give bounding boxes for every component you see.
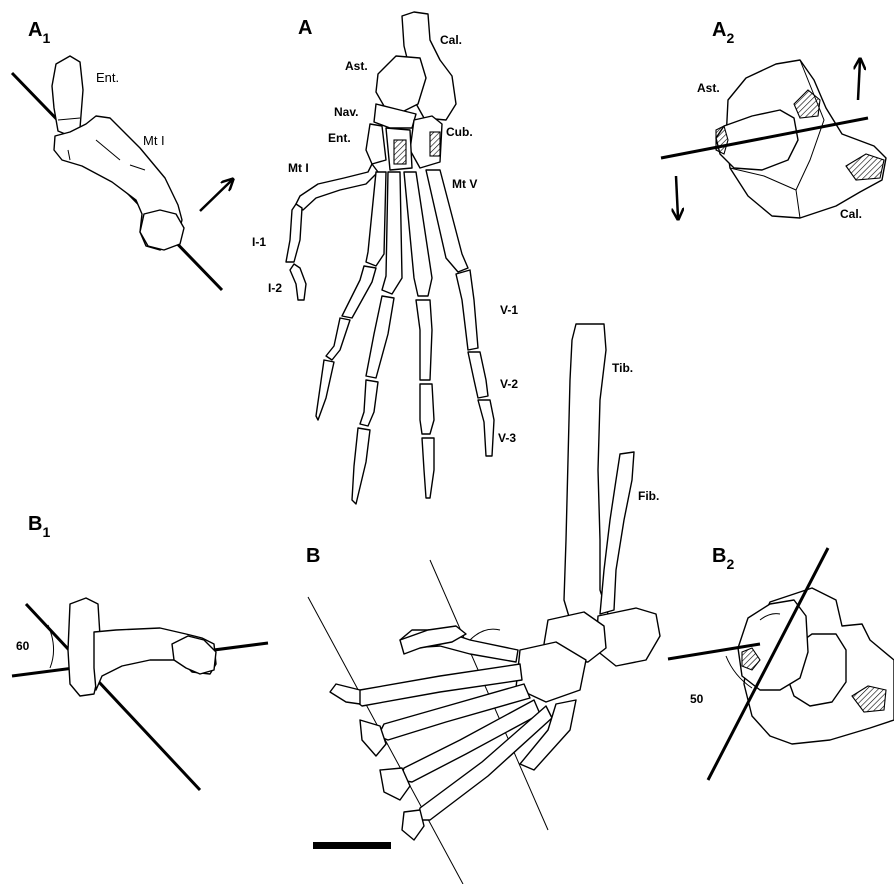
a-metatarsal-2 xyxy=(366,172,386,266)
panel-a: A Ca xyxy=(252,12,518,504)
a-digit-2-phalanx-2 xyxy=(326,318,350,360)
a-digit-1-phalanx-2 xyxy=(290,264,306,300)
panel-a2: A2 Ast. Cal. xyxy=(661,19,886,221)
a-label-cub: Cub. xyxy=(446,125,473,139)
scale-bar xyxy=(313,842,391,849)
a1-direction-arrow-icon xyxy=(200,180,232,211)
a2-down-arrow-icon xyxy=(676,176,678,218)
panel-b1: B1 60 xyxy=(12,513,268,790)
a-label-ent: Ent. xyxy=(328,131,351,145)
a-label-v3: V-3 xyxy=(498,431,516,445)
a-digit-2-claw xyxy=(316,360,334,420)
a1-metatarsal-head xyxy=(140,210,184,250)
b-digit-2-claw xyxy=(330,684,360,704)
a-digit-4-phalanx-1 xyxy=(416,300,432,380)
b2-angle-label: 50 xyxy=(690,692,704,706)
a-label-i2: I-2 xyxy=(268,281,282,295)
a-digit-4-claw xyxy=(422,438,434,498)
a-cuboid-facet xyxy=(430,132,440,156)
a-metatarsal-4 xyxy=(404,172,432,296)
b-digit-5-claw xyxy=(402,810,424,840)
a1-label-ent: Ent. xyxy=(96,70,119,85)
panel-a1-title: A1 xyxy=(28,19,50,46)
a-digit-3-phalanx-2 xyxy=(360,380,378,426)
a-astragalus xyxy=(376,56,426,112)
a-label-mt5: Mt V xyxy=(452,177,477,191)
a-cuneiform-facet xyxy=(394,140,406,164)
panel-b1-title: B1 xyxy=(28,513,50,540)
a-label-i1: I-1 xyxy=(252,235,266,249)
panel-a1: A1 Ent. Mt I xyxy=(12,19,232,290)
a2-label-cal: Cal. xyxy=(840,207,862,221)
a-label-mt1: Mt I xyxy=(288,161,309,175)
b-digit-3-claw xyxy=(360,720,386,756)
a-digit-5-phalanx-1 xyxy=(456,270,478,350)
panel-a-title: A xyxy=(298,17,312,39)
a2-up-arrow-icon xyxy=(858,60,860,100)
a-digit-4-phalanx-2 xyxy=(420,384,434,434)
a2-label-ast: Ast. xyxy=(697,81,720,95)
a-digit-2-phalanx-1 xyxy=(342,266,376,318)
a-digit-3-claw xyxy=(352,428,370,504)
b-label-fib: Fib. xyxy=(638,489,659,503)
a-label-v1: V-1 xyxy=(500,303,518,317)
panel-b-title: B xyxy=(306,545,320,567)
a-label-cal: Cal. xyxy=(440,33,462,47)
panel-a2-title: A2 xyxy=(712,19,734,46)
panel-b2-title: B2 xyxy=(712,545,734,572)
b-fibula xyxy=(600,452,634,614)
a1-entocuneiform xyxy=(52,56,83,136)
panel-b2: B2 50 xyxy=(668,545,894,780)
a1-label-mt1: Mt I xyxy=(143,133,165,148)
a-entocuneiform xyxy=(366,124,386,164)
b-label-tib: Tib. xyxy=(612,361,633,375)
a-digit-1-phalanx-1 xyxy=(286,204,302,262)
a-digit-5-phalanx-2 xyxy=(468,352,488,398)
a-digit-3-phalanx-1 xyxy=(366,296,394,378)
a-label-v2: V-2 xyxy=(500,377,518,391)
a-label-nav: Nav. xyxy=(334,105,358,119)
a-label-ast: Ast. xyxy=(345,59,368,73)
b1-angle-label: 60 xyxy=(16,639,30,653)
a-digit-5-claw xyxy=(478,400,494,456)
